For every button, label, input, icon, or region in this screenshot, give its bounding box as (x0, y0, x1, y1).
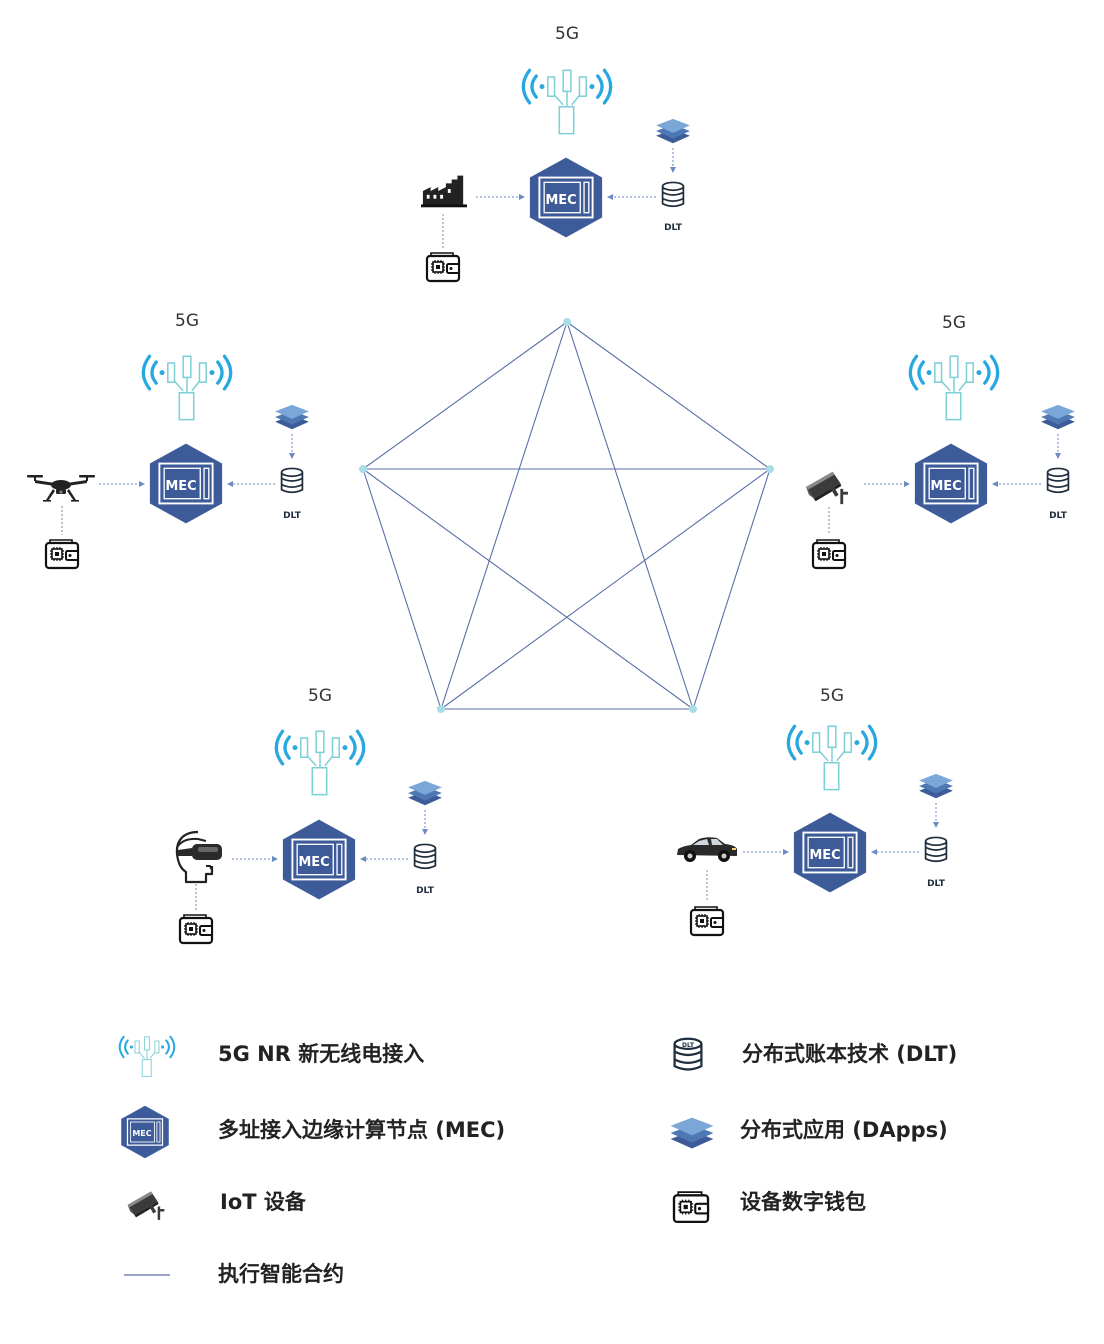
5g-tower-icon (274, 729, 366, 797)
5g-label: 5G (942, 313, 966, 333)
dlt-database-icon (1046, 467, 1070, 494)
iot-camera-icon (806, 471, 848, 505)
node-bottom-right: 5G MEC DLT (677, 686, 953, 937)
wallet-chip-icon (425, 251, 461, 283)
node-top: 5G MEC DLT (421, 24, 690, 283)
dapps-layers-icon (1041, 404, 1075, 430)
mec-label: MEC (298, 855, 329, 870)
dlt-database-icon (413, 843, 437, 870)
5g-tower-icon (141, 354, 233, 422)
node-left: 5G MEC DLT (27, 311, 309, 570)
legend-label-wallet: 设备数字钱包 (740, 1190, 866, 1214)
car-icon (677, 837, 737, 862)
wallet-chip-icon (689, 905, 725, 937)
5g-label: 5G (308, 686, 332, 706)
wallet-chip-icon (44, 538, 80, 570)
contract-line (440, 321, 568, 710)
mec-label: MEC (809, 848, 840, 863)
5g-label: 5G (175, 311, 199, 331)
contract-line (362, 468, 694, 710)
node-right: 5G MEC DLT (806, 313, 1075, 570)
drone-icon (27, 475, 95, 502)
network-vertex (359, 465, 367, 473)
5g-tower-icon (908, 354, 1000, 422)
dlt-database-icon (280, 467, 304, 494)
mec-legend-icon-label: MEC (132, 1129, 151, 1138)
wallet-chip-icon (672, 1190, 710, 1224)
5g-label: 5G (820, 686, 844, 706)
contract-line (440, 468, 771, 710)
5g-tower-icon (786, 724, 878, 792)
vr-headset-icon (175, 830, 224, 884)
network-vertices (359, 318, 774, 713)
factory-icon (421, 175, 467, 208)
dapps-layers-icon (408, 780, 442, 806)
contract-line (362, 468, 442, 710)
legend-label-5g-nr: 5G NR 新无线电接入 (218, 1042, 425, 1066)
node-bottom-left: 5G MEC DLT (175, 686, 442, 945)
dlt-label: DLT (283, 511, 302, 521)
dlt-label: DLT (664, 223, 683, 233)
wallet-chip-icon (811, 538, 847, 570)
5g-tower-icon (118, 1035, 176, 1078)
legend-label-dapps: 分布式应用 (DApps) (740, 1118, 948, 1142)
contract-line (566, 321, 771, 470)
dapps-layers-icon (919, 773, 953, 799)
dlt-label: DLT (416, 886, 435, 896)
contract-line (362, 321, 568, 470)
network-vertex (437, 705, 445, 713)
5g-label: 5G (555, 24, 579, 44)
network-vertex (563, 318, 571, 326)
mec-label: MEC (930, 479, 961, 494)
dlt-label: DLT (927, 879, 946, 889)
dlt-database-icon (661, 181, 685, 208)
network-vertex (689, 705, 697, 713)
legend-label-mec: 多址接入边缘计算节点 (MEC) (218, 1118, 506, 1142)
legend-label-iot: IoT 设备 (220, 1190, 306, 1214)
network-vertex (766, 465, 774, 473)
5g-tower-icon (521, 68, 613, 136)
dapps-layers-icon (670, 1117, 714, 1149)
contract-line (566, 321, 694, 710)
legend-icons: DLT MEC (118, 1035, 714, 1276)
mec-label: MEC (165, 479, 196, 494)
legend-label-dlt: 分布式账本技术 (DLT) (742, 1042, 958, 1066)
iot-camera-icon (127, 1191, 165, 1220)
dapps-layers-icon (656, 118, 690, 144)
dapps-layers-icon (275, 404, 309, 430)
wallet-chip-icon (178, 913, 214, 945)
dlt-database-icon (924, 836, 948, 863)
contract-line (692, 468, 771, 710)
smart-contract-network (362, 321, 771, 710)
legend-label-contract: 执行智能合约 (218, 1262, 344, 1286)
dlt-label: DLT (1049, 511, 1068, 521)
dlt-legend-icon-label: DLT (682, 1042, 695, 1049)
mec-label: MEC (545, 193, 576, 208)
